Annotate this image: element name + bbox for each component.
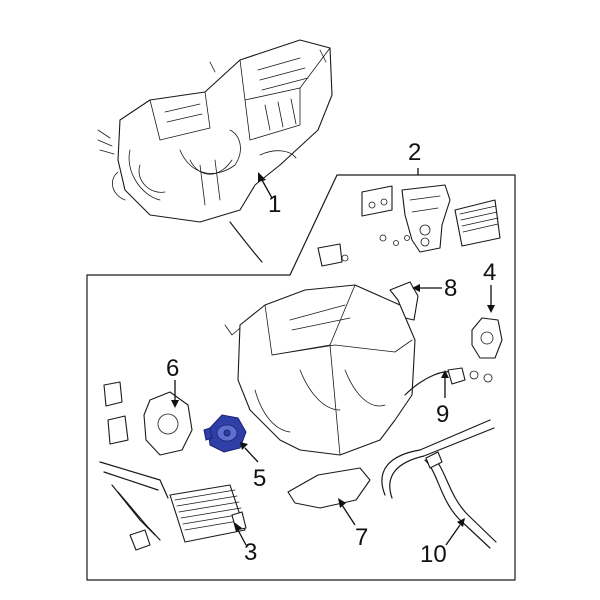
hvac-assembly — [97, 39, 333, 263]
part-3-heater-core — [99, 461, 247, 551]
part-8-bracket — [389, 281, 419, 321]
part-5-highlighted — [203, 414, 247, 453]
callout-4: 4 — [483, 259, 496, 286]
callout-6: 6 — [166, 355, 179, 382]
callout-9: 9 — [436, 401, 449, 428]
main-case — [224, 284, 416, 456]
leader-lines — [171, 168, 495, 546]
callout-8: 8 — [444, 275, 457, 302]
callout-2: 2 — [408, 139, 421, 166]
callout-10: 10 — [420, 541, 447, 568]
part-6-blower — [103, 381, 193, 456]
part-4-actuator — [471, 317, 503, 359]
callout-5: 5 — [253, 465, 266, 492]
part-10-hoses — [381, 419, 497, 549]
part-7-duct — [287, 467, 371, 509]
callout-7: 7 — [355, 524, 368, 551]
callout-1: 1 — [268, 191, 281, 218]
part-9-harness — [404, 367, 493, 396]
group-outline — [86, 174, 516, 581]
callout-3: 3 — [244, 539, 257, 566]
group-2-parts — [317, 184, 501, 267]
